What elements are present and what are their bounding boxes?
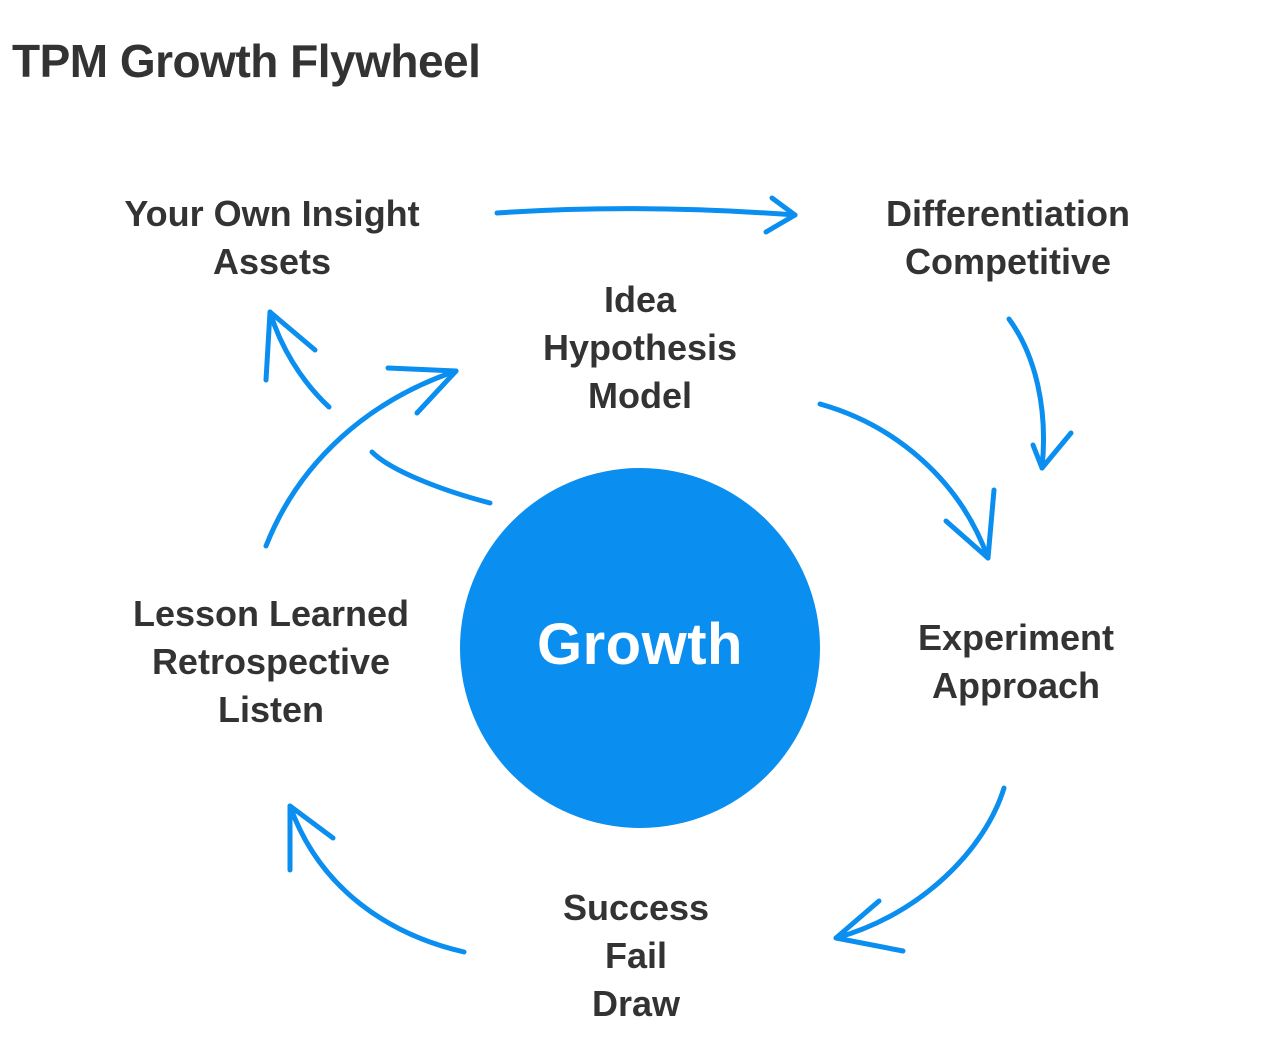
node-line: Fail: [604, 935, 668, 976]
node-differentiation: Differentiation Competitive: [886, 190, 1130, 286]
arrow-experiment-to-outcome: [833, 785, 1007, 954]
growth-hub-label: Growth: [537, 611, 743, 677]
arrow-lesson-to-idea: [263, 365, 459, 549]
node-line: Lesson Learned: [132, 593, 410, 634]
node-line: Hypothesis: [542, 327, 738, 368]
node-line: Success: [562, 887, 710, 928]
arrow-hub-to-insight: [263, 309, 493, 506]
node-line: Your Own Insight: [124, 193, 420, 234]
node-line: Competitive: [904, 241, 1112, 282]
arrow-idea-to-experiment: [817, 401, 997, 561]
node-line: Idea: [603, 279, 677, 320]
node-line: Differentiation: [885, 193, 1131, 234]
arrow-differentiation-to-experiment: [1006, 316, 1074, 471]
node-line: Draw: [591, 983, 681, 1024]
node-line: Approach: [931, 665, 1101, 706]
node-outcome: Success Fail Draw: [563, 884, 709, 1028]
node-line: Experiment: [917, 617, 1115, 658]
node-line: Assets: [212, 241, 332, 282]
node-line: Retrospective: [151, 641, 391, 682]
node-line: Model: [587, 375, 692, 416]
node-line: Listen: [217, 689, 324, 730]
node-experiment: Experiment Approach: [918, 614, 1114, 710]
node-insight-assets: Your Own Insight Assets: [124, 190, 419, 286]
node-lesson: Lesson Learned Retrospective Listen: [133, 590, 409, 734]
node-idea: Idea Hypothesis Model: [543, 276, 737, 420]
arrow-outcome-to-lesson: [287, 803, 467, 955]
arrow-insight-to-differentiation: [494, 195, 798, 235]
page-title: TPM Growth Flywheel: [12, 35, 481, 87]
growth-hub-circle: Growth: [460, 468, 820, 828]
